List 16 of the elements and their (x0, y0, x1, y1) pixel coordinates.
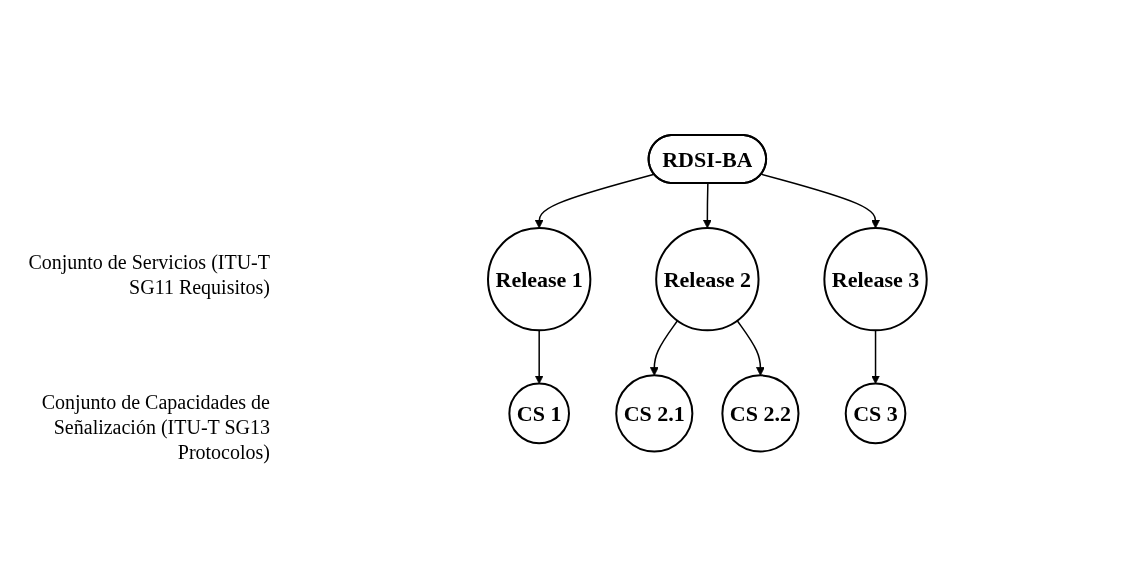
arrow (736, 319, 765, 376)
row-label: Conjunto de Servicios (ITU-T SG11 Requisitos) (27, 250, 270, 300)
node-circle: CS 3 (844, 382, 907, 444)
row-label: Conjunto de Capacidades de Señalización (ITU-T SG13 Protocolos) (40, 390, 270, 465)
arrow (650, 319, 679, 376)
node-circle: CS 1 (508, 382, 571, 444)
arrow (760, 173, 881, 229)
arrow (534, 329, 544, 384)
node-circle: Release 2 (655, 226, 760, 332)
arrow (871, 329, 881, 384)
arrow (534, 173, 656, 229)
node-circle: CS 2.1 (615, 374, 694, 453)
arrow (703, 182, 712, 229)
node-circle: Release 1 (487, 226, 592, 332)
node-circle: Release 3 (823, 226, 928, 332)
node-circle: CS 2.2 (721, 374, 800, 453)
